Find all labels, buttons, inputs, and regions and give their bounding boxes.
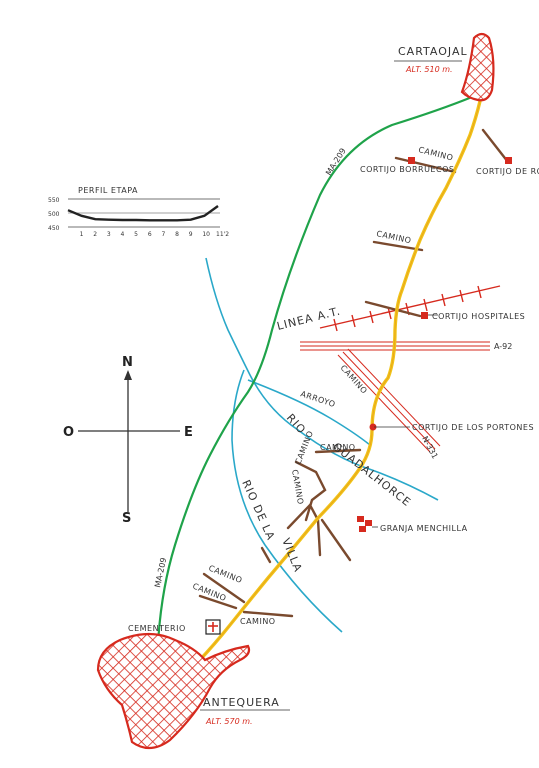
- road-ma209: [155, 95, 473, 671]
- label-a92: A-92: [494, 342, 512, 351]
- road-n331: [337, 348, 441, 453]
- label-cortijo-de-rojas: CORTIJO DE ROJAS: [476, 167, 539, 176]
- river-arroyo: [247, 379, 371, 446]
- label-ma209-north: MA-209: [324, 147, 348, 178]
- building-cortijo-borrueco: [408, 157, 415, 164]
- compass-east: E: [184, 425, 193, 440]
- profile-x-axis: 1 2 3 4 5 6 7 8 9 10 11'2: [80, 231, 230, 238]
- label-camino: CAMINO: [418, 145, 455, 162]
- track: [364, 300, 422, 318]
- elevation-profile: PERFIL ETAPA 550 500 450 1 2 3 4 5 6 7 8 9 10 11'2: [48, 186, 229, 238]
- river-guadalhorce: [205, 257, 439, 501]
- route-path-edge: [191, 91, 483, 669]
- profile-xtick: 11'2: [216, 231, 229, 238]
- profile-xtick: 8: [175, 231, 179, 238]
- track: [286, 502, 322, 557]
- river-de-la-villa: [231, 369, 343, 633]
- profile-elevation-line: [67, 205, 219, 222]
- label-n331: N-331: [420, 435, 439, 461]
- cemetery-icon: [205, 619, 221, 635]
- label-cortijo-borrueco: CORTIJO BORRUECOS: [360, 165, 454, 174]
- track: [260, 546, 272, 564]
- label-cortijo-portones: CORTIJO DE LOS PORTONES: [412, 423, 534, 432]
- track: [242, 610, 294, 618]
- label-cementerio: CEMENTERIO: [128, 624, 186, 633]
- compass-south: S: [122, 511, 131, 526]
- label-granja-menchilla: GRANJA MENCHILLA: [380, 524, 468, 533]
- profile-xtick: 9: [189, 231, 193, 238]
- profile-ytick: 450: [48, 225, 60, 232]
- building-cortijo-de-rojas: [505, 157, 512, 164]
- label-camino: CAMINO: [240, 617, 276, 626]
- compass-north: N: [122, 355, 133, 370]
- profile-ytick: 550: [48, 197, 60, 204]
- building-cortijo-portones: [369, 423, 377, 431]
- building-granja-menchilla: [357, 516, 372, 532]
- compass-west: O: [63, 425, 74, 440]
- building-cortijo-hospitales: [421, 312, 428, 319]
- power-line: [319, 285, 501, 332]
- profile-ytick: 500: [48, 211, 60, 218]
- profile-xtick: 4: [121, 231, 125, 238]
- track: [198, 594, 238, 610]
- label-guadalhorce: GUADALHORCE: [330, 440, 413, 509]
- label-camino: CAMINO: [294, 429, 316, 465]
- town-antequera: [96, 632, 251, 750]
- profile-title: PERFIL ETAPA: [78, 186, 138, 195]
- profile-xtick: 3: [107, 231, 111, 238]
- label-camino: CAMINO: [320, 443, 356, 452]
- label-cartaojal: CARTAOJAL: [398, 45, 468, 58]
- label-camino: CAMINO: [290, 469, 305, 506]
- label-antequera: ANTEQUERA: [203, 696, 280, 709]
- label-arroyo: ARROYO: [299, 389, 336, 409]
- track: [320, 518, 352, 562]
- track: [481, 128, 510, 164]
- profile-xtick: 5: [134, 231, 138, 238]
- leader-lines: [200, 60, 462, 711]
- label-cartaojal-altitude: ALT. 510 m.: [405, 65, 453, 74]
- profile-xtick: 1: [80, 231, 84, 238]
- label-camino: CAMINO: [339, 363, 370, 395]
- north-arrow-icon: [124, 370, 132, 380]
- label-antequera-altitude: ALT. 570 m.: [205, 717, 253, 726]
- town-cartaojal: [460, 32, 495, 102]
- profile-xtick: 6: [148, 231, 152, 238]
- label-camino: CAMINO: [207, 564, 243, 586]
- profile-xtick: 7: [161, 231, 165, 238]
- profile-xtick: 2: [93, 231, 97, 238]
- track: [314, 448, 362, 454]
- track: [372, 240, 424, 252]
- rivers: [205, 257, 439, 633]
- label-cortijo-hospitales: CORTIJO HOSPITALES: [432, 312, 525, 321]
- compass-rose: N S E O: [63, 355, 193, 526]
- track: [202, 572, 246, 604]
- tracks: [198, 128, 510, 618]
- label-linea-at: LINEA A.T.: [276, 304, 343, 332]
- profile-xtick: 10: [202, 231, 210, 238]
- track: [394, 156, 457, 174]
